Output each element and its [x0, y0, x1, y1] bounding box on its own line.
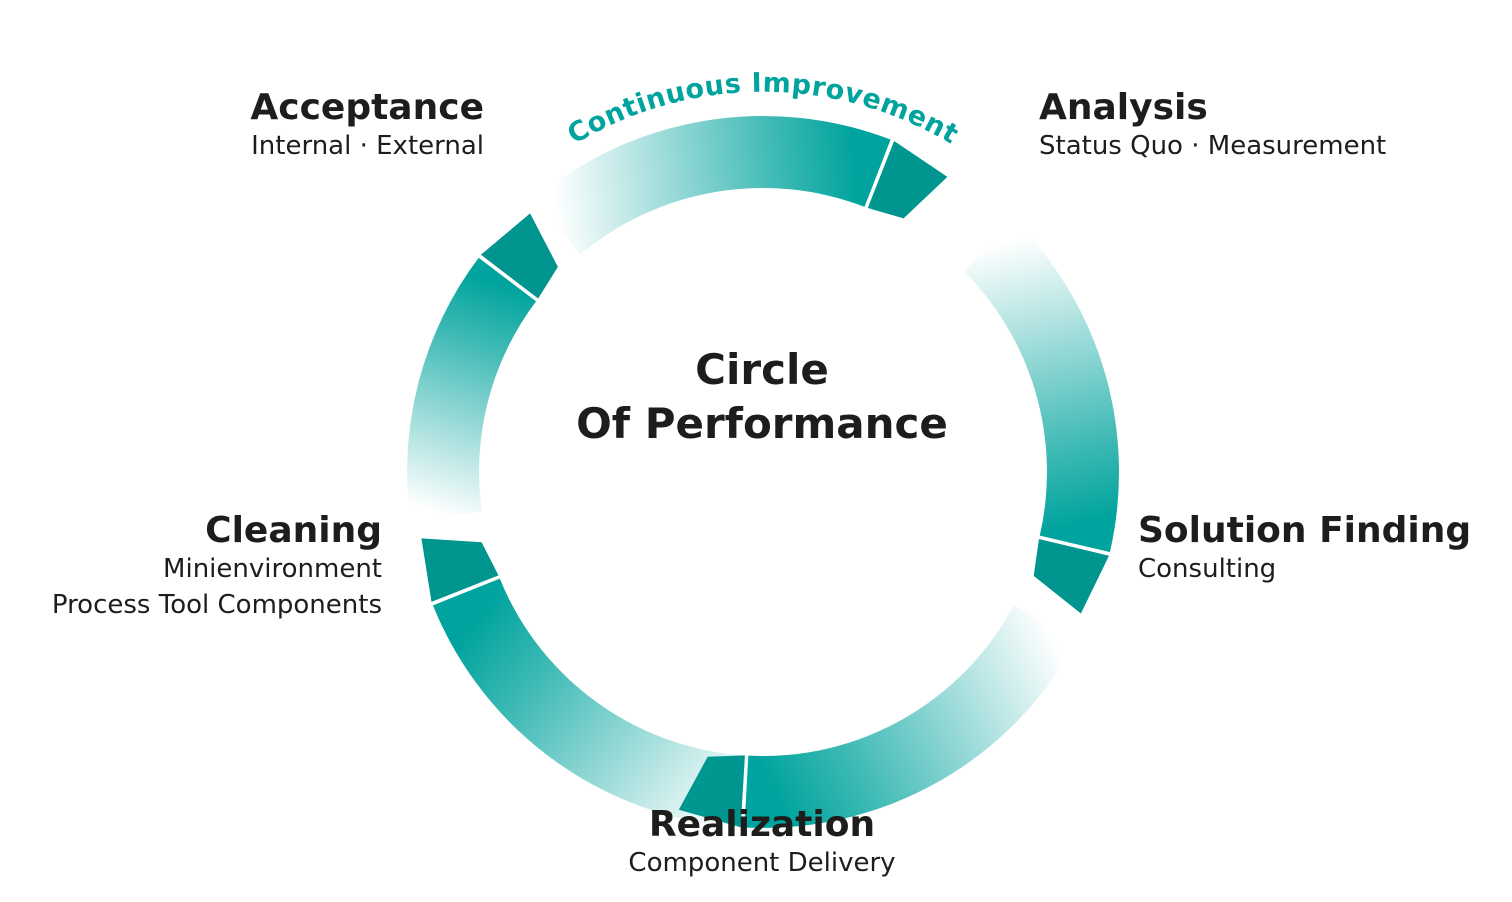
arrow-segment-realization [432, 578, 754, 828]
stage-solution-finding-title: Solution Finding [1138, 510, 1472, 551]
stage-acceptance-title: Acceptance [250, 87, 484, 128]
stage-analysis-title: Analysis [1039, 87, 1208, 128]
center-title: Circle Of Performance [512, 343, 1012, 451]
arrow-segment-solution-finding [744, 605, 1078, 828]
stage-acceptance-subtitle: Internal · External [251, 131, 484, 161]
arrow-segment-continuous-improvement-divider [863, 137, 895, 210]
stage-realization-subtitle: Component Delivery [628, 848, 896, 878]
stage-cleaning-title: Cleaning [205, 510, 382, 551]
arrow-segment-analysis-divider [1037, 535, 1112, 557]
arrow-segment-continuous-improvement [534, 115, 891, 255]
stage-analysis: Analysis Status Quo · Measurement [1039, 88, 1386, 164]
stage-solution-finding-subtitle: Consulting [1138, 554, 1277, 584]
stage-cleaning-subtitle-1: Minienvironment [163, 554, 382, 584]
stage-solution-finding: Solution Finding Consulting [1138, 511, 1471, 587]
arrow-segment-cleaning-arrowhead [480, 213, 558, 299]
stage-realization: Realization Component Delivery [562, 805, 962, 881]
center-title-line-1: Circle [695, 345, 829, 394]
arrow-segment-realization-divider [429, 574, 502, 606]
stage-realization-title: Realization [648, 804, 876, 845]
arrow-segment-cleaning [407, 257, 537, 522]
arrow-segment-analysis [963, 220, 1120, 553]
stage-analysis-subtitle: Status Quo · Measurement [1039, 131, 1387, 161]
stage-acceptance: Acceptance Internal · External [250, 88, 484, 164]
stage-cleaning-subtitle-2: Process Tool Components [51, 590, 382, 620]
arrow-segment-cleaning-divider [477, 253, 540, 303]
arrow-segment-continuous-improvement-arrowhead [867, 141, 948, 219]
stage-cleaning: Cleaning Minienvironment Process Tool Co… [52, 511, 382, 623]
center-title-line-2: Of Performance [576, 399, 948, 448]
arrow-segment-realization-arrowhead [421, 538, 499, 602]
arrow-segment-analysis-arrowhead [1033, 538, 1109, 614]
